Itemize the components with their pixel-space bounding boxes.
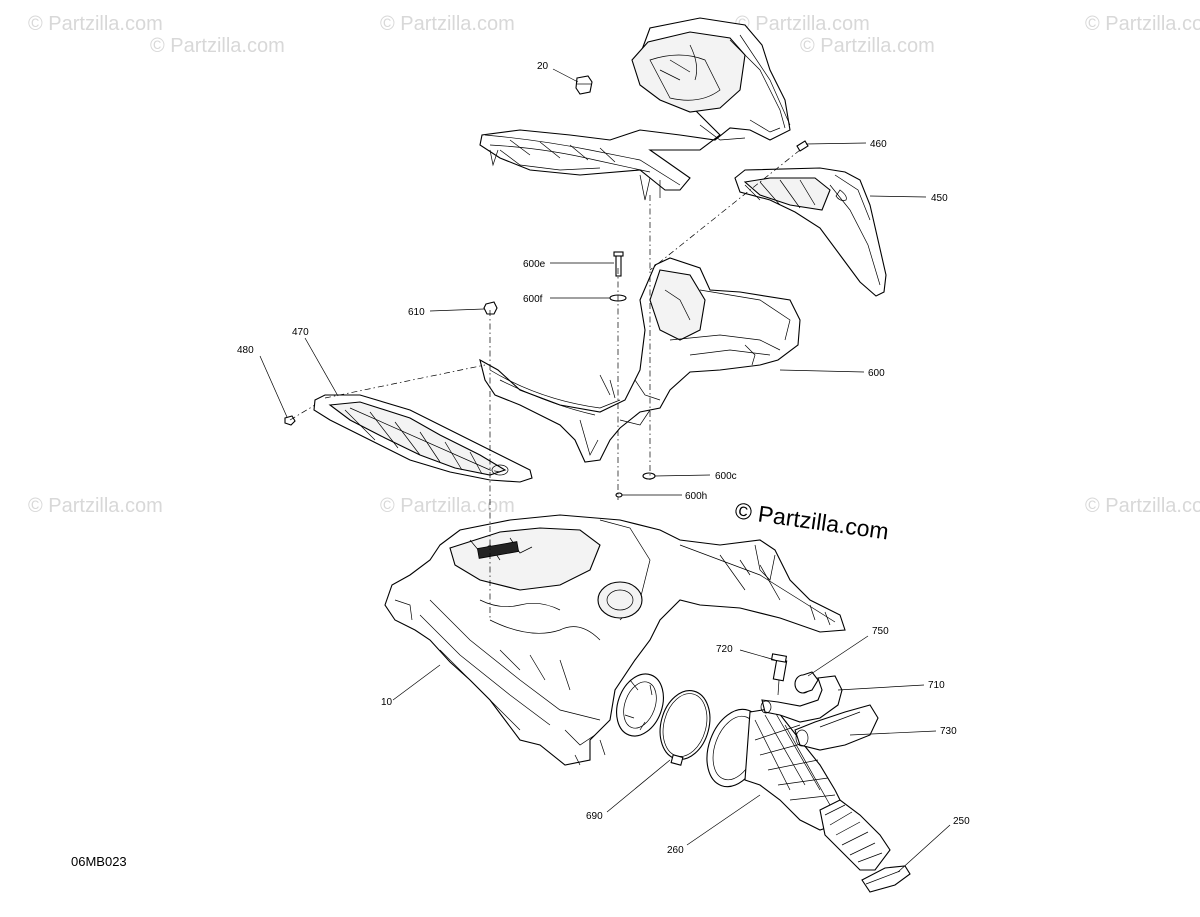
callout-260: 260 — [667, 845, 684, 856]
callout-720: 720 — [716, 644, 733, 655]
callout-10: 10 — [381, 697, 393, 708]
callout-470: 470 — [292, 327, 309, 338]
part-720-valve — [770, 653, 788, 696]
callout-600: 600 — [868, 368, 885, 379]
callout-690: 690 — [586, 811, 603, 822]
callout-600h: 600h — [685, 491, 707, 502]
callout-20: 20 — [537, 61, 549, 72]
part-750-hose-end — [794, 671, 819, 694]
diagram-code: 06MB023 — [71, 854, 127, 869]
watermark: © Partzilla.com — [150, 35, 285, 57]
part-470-grille — [313, 394, 533, 483]
watermark: © Partzilla.com — [735, 13, 870, 35]
part-260-intake-duct — [706, 707, 891, 871]
watermark: © Partzilla.com — [1085, 495, 1200, 517]
part-250-clamp-ring — [861, 865, 911, 893]
callout-450: 450 — [931, 193, 948, 204]
part-20-cap — [575, 75, 593, 95]
watermark: © Partzilla.com — [28, 495, 163, 517]
watermark: © Partzilla.com — [1085, 13, 1200, 35]
part-600c-washer — [642, 472, 656, 480]
part-600e-screw — [613, 251, 624, 277]
partzilla-watermark: © Partzilla.com — [733, 497, 890, 544]
callout-750: 750 — [872, 626, 889, 637]
part-10-main-housing — [384, 514, 846, 766]
part-600h-part — [615, 492, 623, 498]
part-460-screw — [796, 140, 809, 152]
part-710-elbow-hose — [760, 675, 843, 723]
callout-460: 460 — [870, 139, 887, 150]
callout-labels: 20 460 450 600e 600f 610 470 480 600 600… — [237, 61, 970, 856]
watermark: © Partzilla.com — [800, 35, 935, 57]
callout-600f: 600f — [523, 294, 543, 305]
housing-outlet — [616, 673, 664, 737]
part-450-side-panel — [734, 167, 887, 297]
part-480-screw — [284, 415, 296, 426]
upper-console-panel — [479, 17, 791, 201]
part-730-curved-hose — [794, 704, 879, 751]
callout-610: 610 — [408, 307, 425, 318]
watermark: © Partzilla.com — [380, 495, 515, 517]
part-600-bracket — [479, 257, 801, 463]
callout-730: 730 — [940, 726, 957, 737]
callout-480: 480 — [237, 345, 254, 356]
callout-600e: 600e — [523, 259, 546, 270]
callout-250: 250 — [953, 816, 970, 827]
assembly-lines — [289, 149, 801, 620]
callout-600c: 600c — [715, 471, 737, 482]
part-690-clamp — [659, 690, 711, 766]
watermark: © Partzilla.com — [28, 13, 163, 35]
watermark-layer: © Partzilla.com © Partzilla.com © Partzi… — [28, 13, 1200, 517]
leader-lines — [259, 68, 951, 873]
callout-710: 710 — [928, 680, 945, 691]
part-610-nut — [483, 301, 498, 315]
watermark: © Partzilla.com — [380, 13, 515, 35]
